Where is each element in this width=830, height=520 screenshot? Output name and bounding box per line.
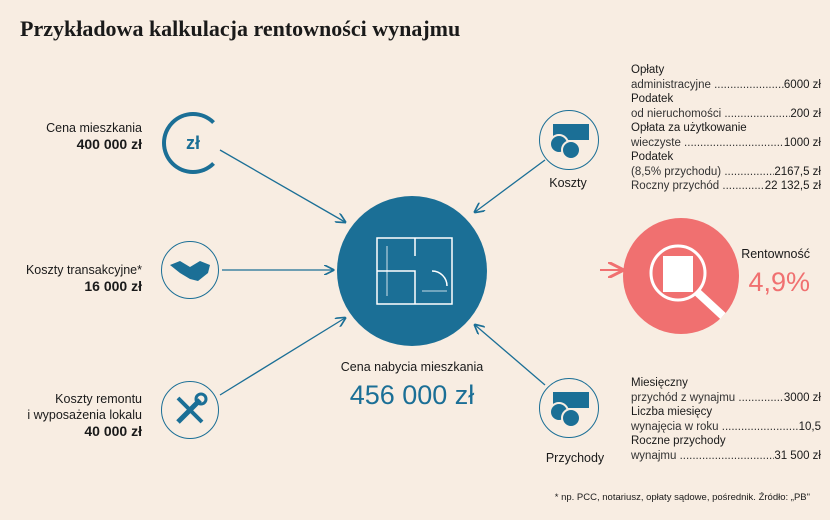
revenue-item-row: wynajęcia w roku10,5: [631, 420, 821, 435]
costs-label: Koszty: [549, 176, 587, 190]
magnifier-icon: [623, 218, 739, 334]
costs-list: Opłaty administracyjne6000 zł Podatek od n…: [631, 63, 821, 194]
price-label-text: Cena mieszkania: [46, 121, 142, 135]
revenue-item-value: 10,5: [798, 420, 821, 433]
cost-item-value: 22 132,5 zł: [764, 180, 821, 192]
cost-item-value: 1000 zł: [783, 136, 821, 149]
revenue-list: Miesięczny przychód z wynajmu3000 zł Licz…: [631, 376, 821, 463]
zl-glyph: zł: [185, 132, 200, 153]
footnote: * np. PCC, notariusz, opłaty sądowe, poś…: [554, 492, 810, 503]
cost-item-label: (8,5% przychodu): [631, 165, 774, 180]
cost-item-value: 2167,5 zł: [774, 165, 821, 178]
revenue-item-title: Miesięczny: [631, 377, 688, 389]
cost-item-row: Roczny przychód22 132,5 zł: [631, 179, 821, 194]
cost-item-label: od nieruchomości: [631, 107, 790, 122]
cost-item-row: administracyjne6000 zł: [631, 78, 821, 93]
handshake-icon: [161, 241, 219, 299]
arrow-revenue: [475, 325, 546, 386]
revenue-item-row: przychód z wynajmu3000 zł: [631, 391, 821, 406]
revenue-item-value: 31 500 zł: [774, 449, 821, 462]
revenue-item-title: Liczba miesięcy: [631, 406, 713, 418]
coins-icon: [539, 378, 599, 438]
purchase-price-value: 456 000 zł: [349, 380, 475, 410]
revenue-item-title: Roczne przychody: [631, 435, 726, 447]
page-title: Przykładowa kalkulacja rentowności wynaj…: [20, 16, 461, 41]
tools-icon: [161, 381, 219, 439]
revenue-item-label: wynajęcia w roku: [631, 420, 799, 435]
arrow-price: [219, 149, 345, 222]
price-value: 400 000 zł: [76, 136, 142, 152]
revenue-item-row: wynajmu31 500 zł: [631, 449, 821, 464]
transaction-label-text: Koszty transakcyjne*: [25, 263, 142, 277]
transaction-label: Koszty transakcyjne*16 000 zł: [26, 262, 142, 294]
revenue-item-label: wynajmu: [631, 449, 774, 464]
profitability: Rentowność 4,9%: [741, 247, 810, 298]
cost-item-label: administracyjne: [631, 78, 784, 93]
profitability-value: 4,9%: [748, 267, 810, 297]
cost-item-row: od nieruchomości200 zł: [631, 107, 821, 122]
coins-icon: [539, 110, 599, 170]
cost-item-value: 200 zł: [790, 107, 821, 120]
cost-item-label: Roczny przychód: [631, 179, 765, 194]
cost-item-row: wieczyste1000 zł: [631, 136, 821, 151]
cost-item-value: 6000 zł: [783, 78, 821, 91]
renovation-label-line2: i wyposażenia lokalu: [27, 408, 142, 422]
cost-item-title: Opłata za użytkowanie: [631, 122, 747, 134]
cost-item-row: (8,5% przychodu)2167,5 zł: [631, 165, 821, 180]
purchase-price-label: Cena nabycia mieszkania: [340, 360, 484, 374]
cost-item-title: Podatek: [631, 93, 674, 105]
transaction-value: 16 000 zł: [84, 278, 142, 294]
revenue-label: Przychody: [545, 451, 605, 465]
profitability-label: Rentowność: [741, 247, 810, 261]
floorplan-icon: [337, 196, 487, 346]
revenue-item-value: 3000 zł: [783, 391, 821, 404]
cost-item-label: wieczyste: [631, 136, 784, 151]
arrow-costs: [475, 159, 546, 212]
purchase-price: Cena nabycia mieszkania 456 000 zł: [300, 360, 524, 411]
arrow-renovation: [219, 318, 345, 396]
renovation-value: 40 000 zł: [84, 423, 142, 439]
cost-item-title: Opłaty: [631, 64, 665, 76]
cost-item-title: Podatek: [631, 151, 674, 163]
revenue-item-label: przychód z wynajmu: [631, 391, 784, 406]
zl-icon: zł: [162, 112, 224, 174]
renovation-label-line1: Koszty remontu: [55, 392, 142, 406]
